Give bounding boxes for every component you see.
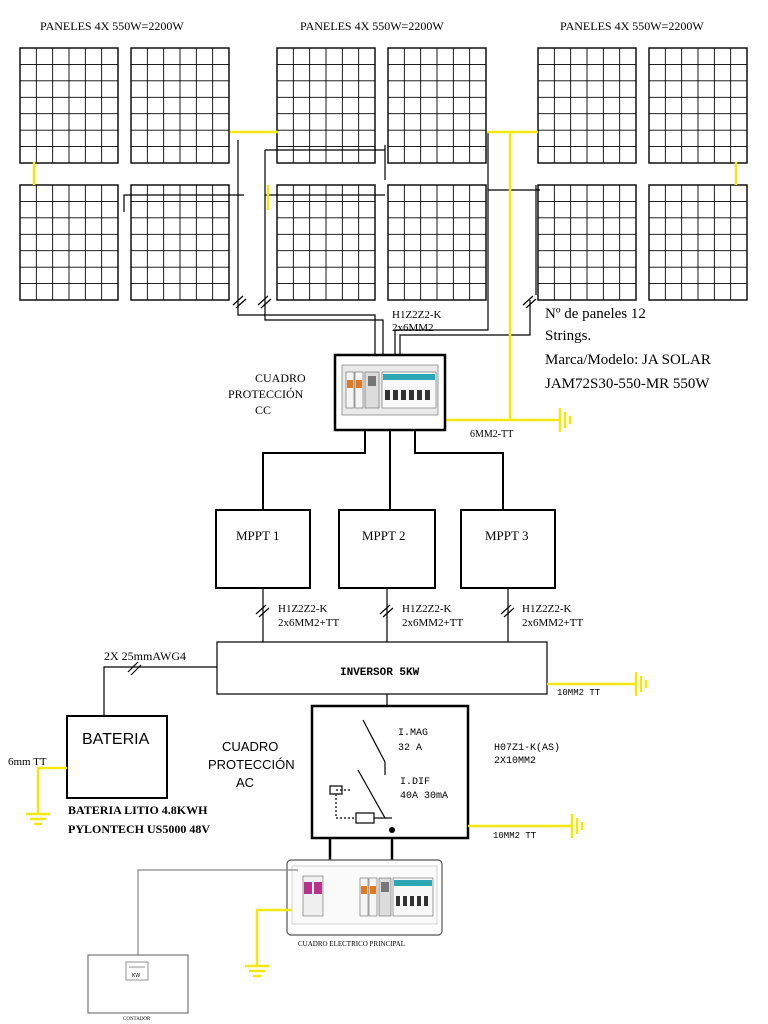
mppt-2-cable-1: H1Z2Z2-K [402,603,452,615]
differential-breaker-symbol [329,769,392,824]
solar-panel [387,47,487,164]
mppt-1-label: MPPT 1 [236,528,279,543]
meter-screen-text: KW [132,973,140,979]
mppt-2-label: MPPT 2 [362,528,405,543]
inverter-box: INVERSOR 5KW [216,641,548,695]
battery-label: BATERIA [82,731,150,748]
ac-box-title-1: CUADRO [222,739,278,754]
mppt-1-cable-1: H1Z2Z2-K [278,603,328,615]
cable-tick-3 [522,295,537,309]
ac-ground-label: 10MM2 TT [493,831,537,841]
inverter-ground-label: 10MM2 TT [557,688,601,698]
mppt-1-box: MPPT 1 [215,509,311,589]
solar-panel [648,47,748,164]
cable-tick-1 [232,295,247,309]
mppt-1-cable-2: 2x6MM2+TT [278,617,339,629]
dc-wiring [32,130,738,422]
array-3-title: PANELES 4X 550W=2200W [560,19,704,33]
mppt-3-cable-1: H1Z2Z2-K [522,603,572,615]
battery-desc-2: PYLONTECH US5000 48V [68,822,210,836]
mppt-2-box: MPPT 2 [338,509,436,589]
solar-panel [130,184,230,301]
mppt-to-inverter-wiring [255,588,515,642]
panel-info-strings: Strings. [545,328,591,344]
array-1-string-1-wire [237,140,376,355]
battery-desc-1: BATERIA LITIO 4.8KWH [68,803,208,817]
battery-box: BATERIA [66,715,168,799]
solar-panel [648,184,748,301]
solar-panel [276,184,376,301]
battery-cable-label: 2X 25mmAWG4 [104,649,186,663]
panel-info-count: Nº de paneles 12 [545,306,646,322]
mag-value: 32 A [398,743,422,754]
mppt-3-label: MPPT 3 [485,528,528,543]
dif-label: I.DIF [400,777,430,788]
dc-cable-label-2: 2x6MM2 [392,322,434,334]
battery-ground-label: 6mm TT [8,756,47,768]
mag-label: I.MAG [398,728,428,739]
ac-cable-label-1: H07Z1-K(AS) [494,742,560,754]
cc-ground-icon [558,408,572,432]
inverter-ground-icon [634,672,648,696]
array-3-string-2-wire [399,300,531,355]
solar-panel [19,184,119,301]
cc-box-title-3: CC [255,403,271,417]
ac-cable-label-2: 2X10MM2 [494,756,536,767]
panel-info-model: JAM72S30-550-MR 550W [545,376,710,392]
ac-to-main-wiring [328,838,394,860]
main-panel-label: CUADRO ELECTRICO PRINCIPAL [298,940,405,948]
meter-label: CONTADOR [123,1017,151,1022]
inverter-label: INVERSOR 5KW [340,667,420,679]
cc-breaker-2 [354,371,364,409]
ac-box-title-3: AC [236,775,254,790]
panel-info-brand: Marca/Modelo: JA SOLAR [545,352,711,368]
solar-panel [537,184,637,301]
ac-box-title-2: PROTECCIÓN [208,757,295,772]
array-2-string-1-wire [264,150,384,355]
cc-box-title-1: CUADRO [255,371,306,385]
dc-cable-label-1: H1Z2Z2-K [392,309,442,321]
array-1-string-2-wire [123,194,244,212]
cc-box-title-2: PROTECCIÓN [228,387,304,401]
main-panel-ground [245,908,292,978]
solar-panel [387,184,487,301]
mppt-3-box: MPPT 3 [460,509,556,589]
solar-panels [19,47,748,301]
cc-ground-label: 6MM2-TT [470,429,513,440]
cc-protection-box [333,353,447,432]
ac-protection-box: I.MAG 32 A I.DIF 40A 30mA [310,704,470,840]
battery-ground-wire [26,766,67,826]
array-3-string-1-wire [394,132,489,355]
battery-wiring [103,661,217,716]
solar-panel [276,47,376,164]
energy-meter: KW CONTADOR [87,954,189,1022]
cc-breaker-1 [345,371,355,409]
cc-to-mppt-wiring [262,430,504,510]
solar-panel [19,47,119,164]
array-1-title: PANELES 4X 550W=2200W [40,19,184,33]
array-2-title: PANELES 4X 550W=2200W [300,19,444,33]
main-electrical-panel: CUADRO ELECTRICO PRINCIPAL [286,859,443,948]
solar-panel [537,47,637,164]
dif-value: 40A 30mA [400,791,448,802]
mppt-2-cable-2: 2x6MM2+TT [402,617,463,629]
cable-tick-2 [257,295,272,309]
solar-panel [130,47,230,164]
ac-ground-icon [570,814,584,838]
meter-wire [137,869,298,955]
magnetic-breaker-symbol [362,719,386,775]
mppt-3-cable-2: 2x6MM2+TT [522,617,583,629]
